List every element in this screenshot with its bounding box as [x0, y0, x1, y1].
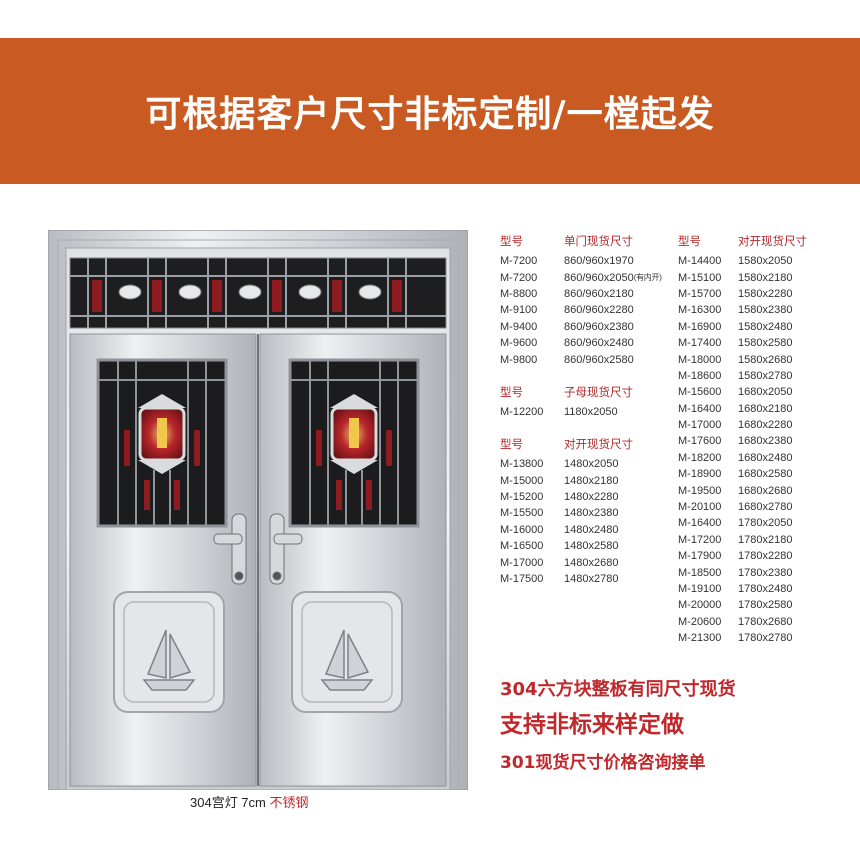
- sailboat-icon: [320, 629, 374, 691]
- banner-title: 可根据客户尺寸非标定制/一樘起发: [145, 94, 715, 135]
- lantern-icon: [330, 394, 378, 474]
- table-header: 型号 子母现货尺寸: [500, 386, 633, 399]
- table-header: 型号 对开现货尺寸: [678, 235, 807, 248]
- caption-main: 304宫灯 7cm: [190, 795, 270, 810]
- caption-material: 不锈钢: [269, 795, 309, 810]
- table-header: 型号 单门现货尺寸: [500, 235, 633, 248]
- table-header: 型号 对开现货尺寸: [500, 438, 633, 451]
- top-banner: 可根据客户尺寸非标定制/一樘起发: [0, 38, 860, 184]
- door-handle-icon: [213, 513, 303, 585]
- product-caption: 304宫灯 7cm 不锈钢: [190, 792, 309, 811]
- note-stock-available: 304六方块整板有同尺寸现货: [500, 679, 736, 700]
- note-inquiry: 301现货尺寸价格咨询接单: [500, 753, 706, 773]
- lantern-icon: [138, 394, 186, 474]
- door-illustration: [48, 230, 468, 790]
- sailboat-icon: [142, 629, 196, 691]
- door-illustration-svg: [48, 230, 468, 790]
- note-custom-order: 支持非标来样定做: [500, 712, 684, 738]
